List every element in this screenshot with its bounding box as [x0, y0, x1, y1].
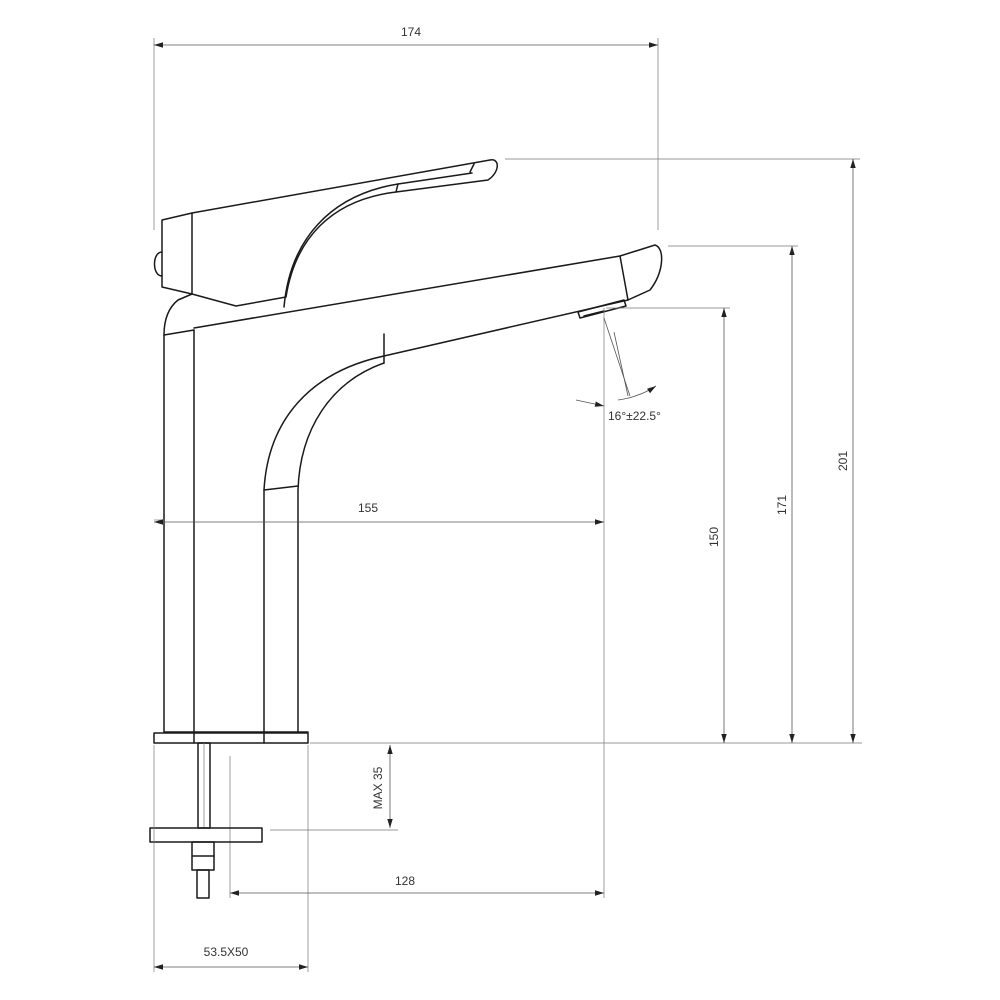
mounting-stud	[149, 742, 263, 899]
dim-spout-reach: 155	[154, 501, 604, 525]
spout	[193, 244, 663, 733]
faucet-body	[163, 293, 309, 733]
dim-label-overall-width: 174	[401, 25, 421, 39]
dim-outlet-height: 150	[707, 308, 727, 743]
dim-label-outlet-height: 150	[707, 527, 721, 547]
dim-spout-height: 171	[775, 246, 795, 743]
dim-max-thickness: MAX 35	[371, 745, 393, 828]
dim-label-angle: 16°±22.5°	[608, 409, 661, 423]
dim-overall-width: 174	[154, 25, 658, 48]
dim-label-outlet-from-stud: 128	[395, 874, 415, 888]
lever-handle	[153, 159, 498, 308]
dim-angle: 16°±22.5°	[575, 317, 661, 423]
base-plate	[153, 732, 309, 744]
dim-label-spout-height: 171	[775, 495, 789, 515]
dim-base-size: 53.5X50	[154, 945, 308, 970]
dim-outlet-from-stud: 128	[230, 874, 604, 896]
dim-label-total-height: 201	[836, 451, 850, 471]
dim-label-base-size: 53.5X50	[204, 945, 249, 959]
dim-label-spout-reach: 155	[358, 501, 378, 515]
dim-label-max-thickness: MAX 35	[371, 766, 385, 809]
dim-total-height: 201	[836, 159, 856, 743]
extension-lines	[153, 38, 862, 972]
